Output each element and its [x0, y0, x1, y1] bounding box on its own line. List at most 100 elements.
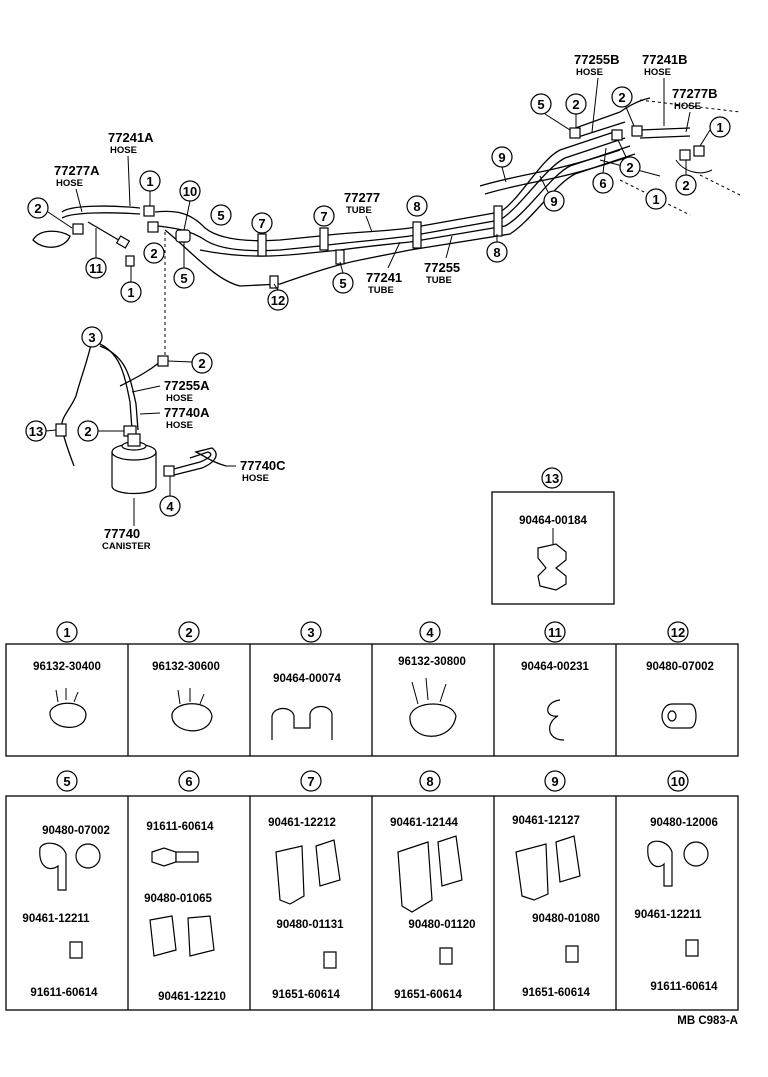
- svg-text:10: 10: [183, 184, 197, 199]
- svg-text:1: 1: [652, 192, 659, 207]
- svg-text:4: 4: [166, 499, 174, 514]
- main-labels: 77241A HOSE 77277A HOSE 77255B HOSE 7724…: [54, 52, 718, 552]
- svg-text:2: 2: [150, 246, 157, 261]
- svg-text:91611-60614: 91611-60614: [30, 987, 98, 999]
- callout-1: 1: [645, 188, 667, 210]
- label-77740-canister: 77740 CANISTER: [102, 526, 151, 552]
- detail-box-13: 13 90464-00184: [491, 467, 615, 605]
- label-77740c: 77740C HOSE: [226, 458, 286, 484]
- svg-text:1: 1: [63, 625, 70, 640]
- table-cell-11: 11 90464-00231: [521, 621, 589, 741]
- svg-text:5: 5: [180, 271, 187, 286]
- label-77277a: 77277A HOSE: [54, 163, 100, 213]
- svg-text:77277A: 77277A: [54, 163, 100, 178]
- svg-text:77740: 77740: [104, 526, 140, 541]
- callout-8: 8: [486, 241, 508, 263]
- svg-text:90461-12210: 90461-12210: [158, 991, 226, 1003]
- svg-text:2: 2: [572, 97, 579, 112]
- svg-text:HOSE: HOSE: [644, 67, 671, 78]
- svg-text:90480-01131: 90480-01131: [276, 919, 344, 931]
- svg-text:8: 8: [413, 199, 420, 214]
- svg-text:91611-60614: 91611-60614: [650, 981, 718, 993]
- svg-text:HOSE: HOSE: [674, 101, 701, 112]
- svg-text:13: 13: [545, 471, 559, 486]
- svg-text:77277: 77277: [344, 190, 380, 205]
- svg-text:91651-60614: 91651-60614: [272, 989, 340, 1001]
- svg-text:90464-00231: 90464-00231: [521, 661, 589, 673]
- table-cell-9: 9 90461-12127 90480-01080 91651-60614: [512, 770, 600, 999]
- svg-text:TUBE: TUBE: [368, 285, 394, 296]
- svg-text:TUBE: TUBE: [346, 205, 372, 216]
- svg-text:13: 13: [29, 424, 43, 439]
- table-cell-1: 1 96132-30400: [33, 621, 101, 728]
- table-cell-5: 5 90480-07002 90461-12211 91611-60614: [22, 770, 110, 999]
- callout-2: 2: [27, 197, 49, 219]
- svg-text:TUBE: TUBE: [426, 275, 452, 286]
- svg-text:90461-12211: 90461-12211: [22, 913, 90, 925]
- svg-text:91651-60614: 91651-60614: [394, 989, 462, 1001]
- label-77241a: 77241A HOSE: [108, 130, 154, 207]
- svg-text:10: 10: [671, 774, 685, 789]
- svg-text:1: 1: [146, 174, 153, 189]
- svg-text:HOSE: HOSE: [56, 178, 83, 189]
- callout-11: 11: [85, 257, 107, 279]
- table-cell-7: 7 90461-12212 90480-01131 91651-60614: [268, 770, 344, 1001]
- svg-text:11: 11: [548, 625, 562, 640]
- svg-text:96132-30400: 96132-30400: [33, 661, 101, 673]
- svg-text:4: 4: [426, 625, 434, 640]
- callout-2: 2: [619, 156, 641, 178]
- svg-text:HOSE: HOSE: [166, 420, 193, 431]
- svg-text:96132-30800: 96132-30800: [398, 656, 466, 668]
- table-cell-6: 6 91611-60614 90480-01065 90461-12210: [144, 770, 226, 1003]
- svg-text:6: 6: [599, 176, 606, 191]
- svg-text:5: 5: [217, 208, 224, 223]
- svg-text:90461-12212: 90461-12212: [268, 817, 336, 829]
- part-number: 90464-00184: [519, 515, 587, 527]
- svg-text:2: 2: [626, 160, 633, 175]
- label-77241-tube: 77241 TUBE: [366, 241, 402, 296]
- svg-text:90480-07002: 90480-07002: [646, 661, 714, 673]
- callout-1: 1: [120, 281, 142, 303]
- callout-5: 5: [332, 272, 354, 294]
- label-77277b: 77277B HOSE: [672, 86, 718, 133]
- svg-text:9: 9: [551, 774, 558, 789]
- callout-7: 7: [313, 205, 335, 227]
- svg-text:12: 12: [271, 293, 285, 308]
- svg-text:3: 3: [307, 625, 314, 640]
- svg-text:6: 6: [185, 774, 192, 789]
- table-cell-3: 3 90464-00074: [271, 621, 341, 740]
- svg-text:2: 2: [198, 356, 205, 371]
- callout-3: 3: [81, 326, 103, 348]
- svg-text:90480-12006: 90480-12006: [650, 817, 718, 829]
- svg-text:96132-30600: 96132-30600: [152, 661, 220, 673]
- svg-text:77241B: 77241B: [642, 52, 688, 67]
- svg-text:77255B: 77255B: [574, 52, 620, 67]
- svg-text:7: 7: [258, 216, 265, 231]
- label-77255b: 77255B HOSE: [574, 52, 620, 133]
- label-77255a: 77255A HOSE: [131, 378, 210, 404]
- table-cell-8: 8 90461-12144 90480-01120 91651-60614: [390, 770, 476, 1001]
- svg-text:90480-01065: 90480-01065: [144, 893, 212, 905]
- svg-text:77740A: 77740A: [164, 405, 210, 420]
- parts-table-row-2: 5 90480-07002 90461-12211 91611-60614 6 …: [5, 770, 739, 1011]
- callout-5: 5: [210, 204, 232, 226]
- svg-text:3: 3: [88, 330, 95, 345]
- svg-text:2: 2: [682, 178, 689, 193]
- svg-text:77255A: 77255A: [164, 378, 210, 393]
- svg-text:90461-12211: 90461-12211: [634, 909, 702, 921]
- svg-text:5: 5: [63, 774, 70, 789]
- tube-routing: [32, 97, 741, 289]
- callout-2: 2: [77, 420, 99, 442]
- svg-text:90461-12144: 90461-12144: [390, 817, 458, 829]
- svg-text:2: 2: [84, 424, 91, 439]
- callout-13: 13: [541, 467, 563, 489]
- label-77740a: 77740A HOSE: [139, 405, 210, 431]
- table-cell-4: 4 96132-30800: [398, 621, 466, 737]
- svg-text:CANISTER: CANISTER: [102, 541, 151, 552]
- svg-text:HOSE: HOSE: [166, 393, 193, 404]
- svg-text:1: 1: [127, 285, 134, 300]
- svg-text:2: 2: [34, 201, 41, 216]
- svg-text:90461-12127: 90461-12127: [512, 815, 580, 827]
- svg-text:HOSE: HOSE: [110, 145, 137, 156]
